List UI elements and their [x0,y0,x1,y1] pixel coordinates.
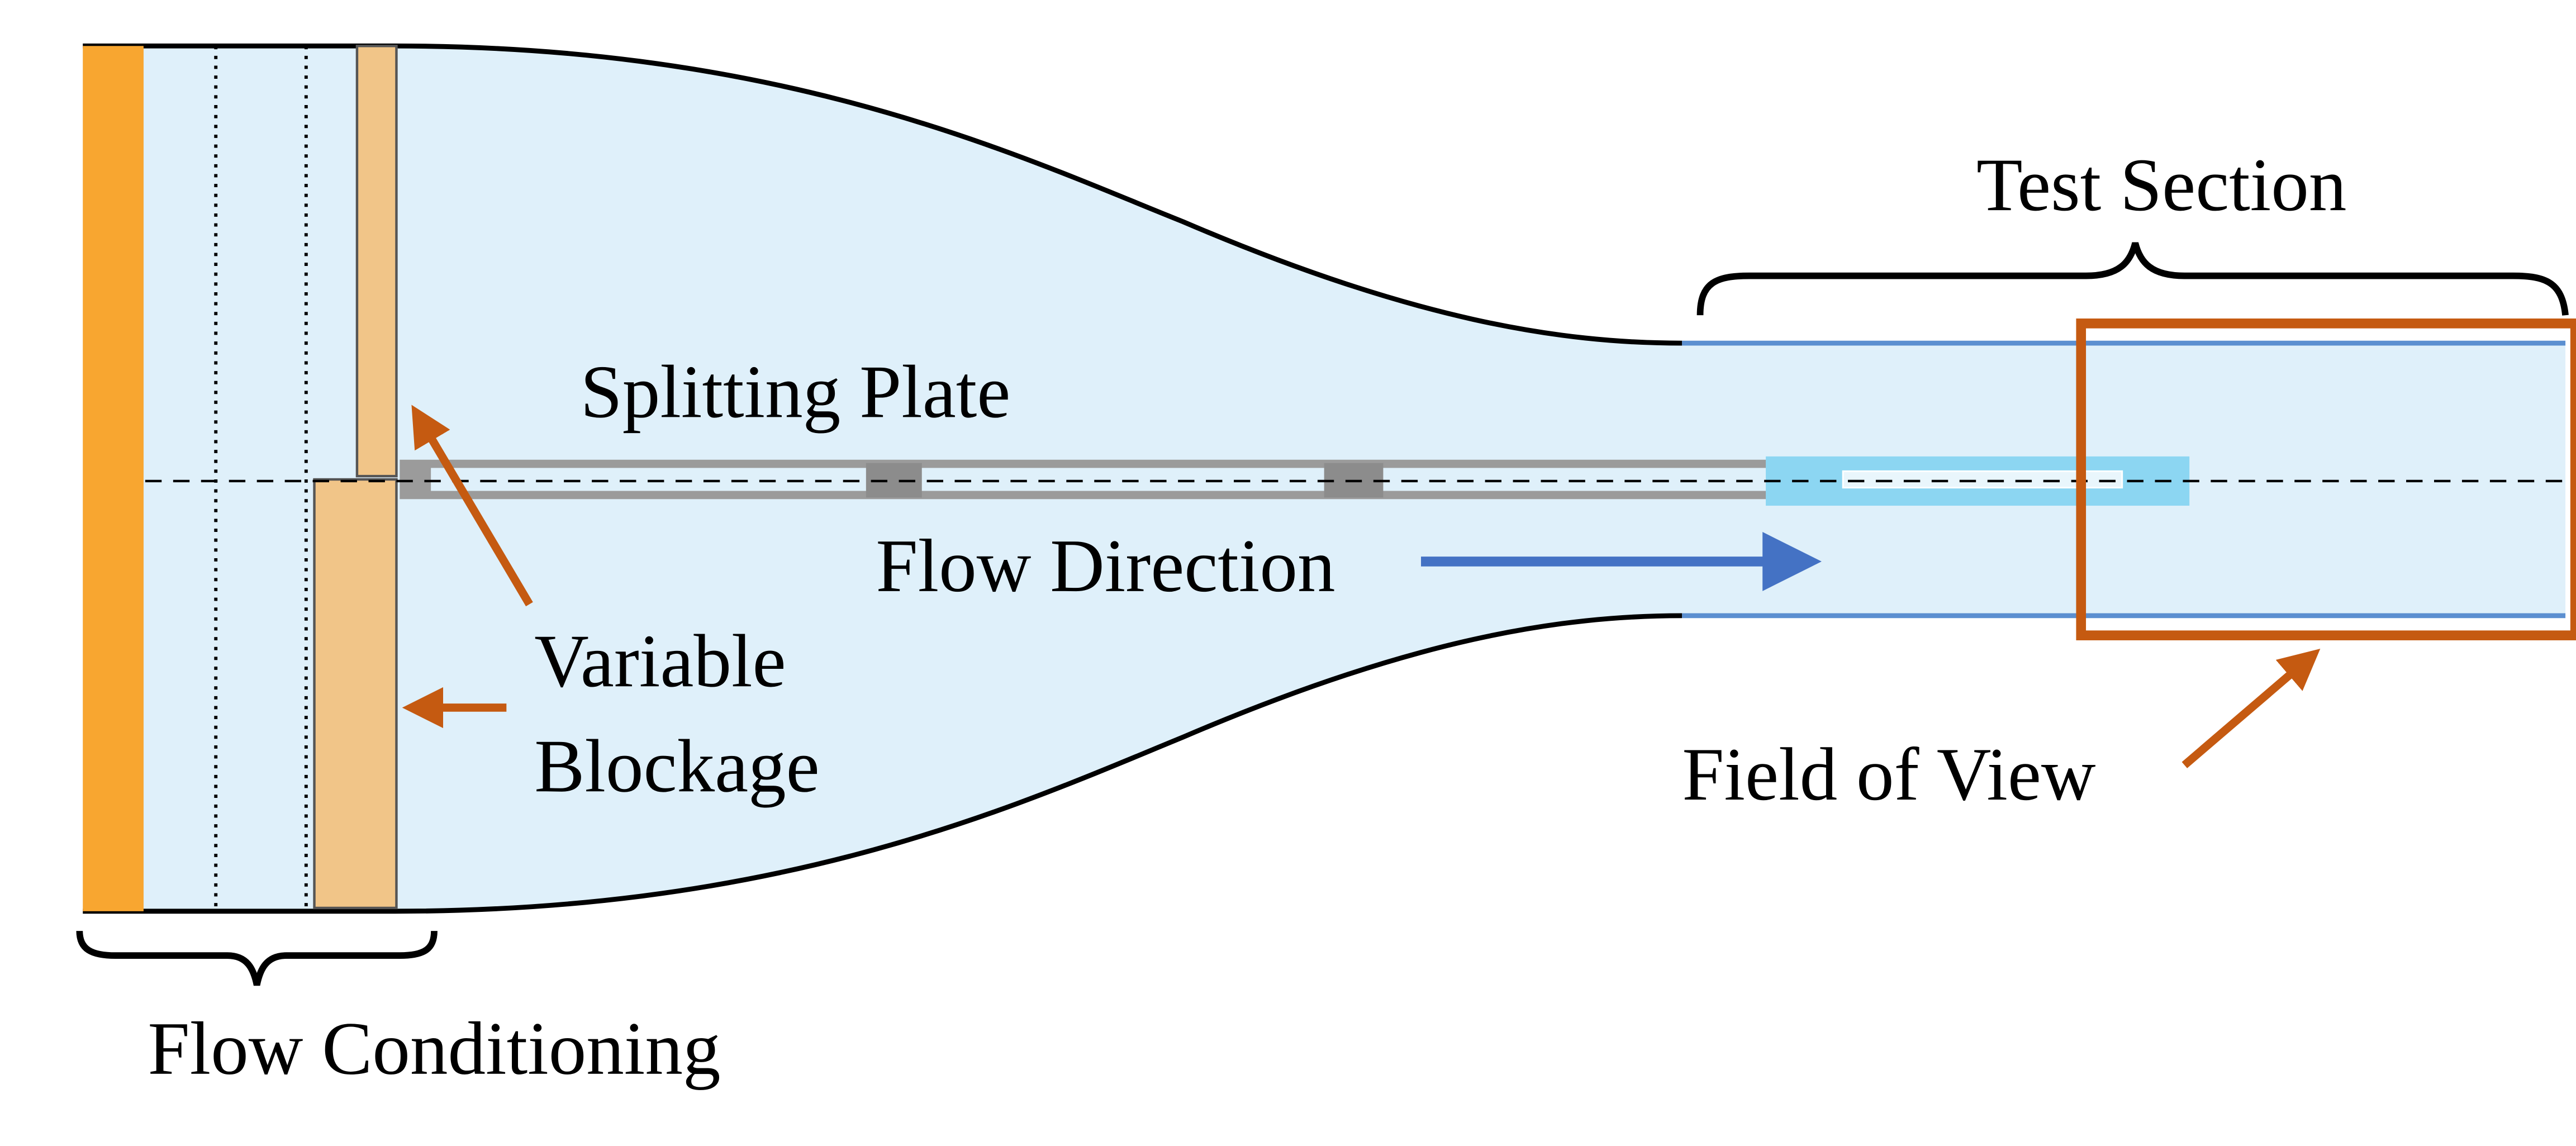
splitting-plate-inner [431,468,1800,491]
flow-conditioning-label: Flow Conditioning [148,1007,720,1091]
splitting-plate-label: Splitting Plate [581,350,1011,434]
contraction-lower-wall [83,613,1683,914]
variable-blockage-label-line2: Blockage [534,725,819,808]
blockage-upper-plate [355,45,398,478]
test-section-label: Test Section [1976,144,2346,227]
field-of-view-arrow [2181,649,2321,768]
flow-direction-label: Flow Direction [876,525,1335,608]
variable-blockage-label-line1: Variable [534,620,786,703]
test-section-brace [1696,242,2569,316]
flow-conditioning-brace [76,930,438,986]
honeycomb-section [83,46,144,911]
field-of-view-label: Field of View [1682,733,2096,816]
contraction-upper-wall [83,43,1683,346]
blockage-arrow-upper [411,405,533,607]
field-of-view-box [2076,318,2576,640]
plate-extension-inner [1842,470,2123,489]
blockage-lower-plate [313,478,398,910]
